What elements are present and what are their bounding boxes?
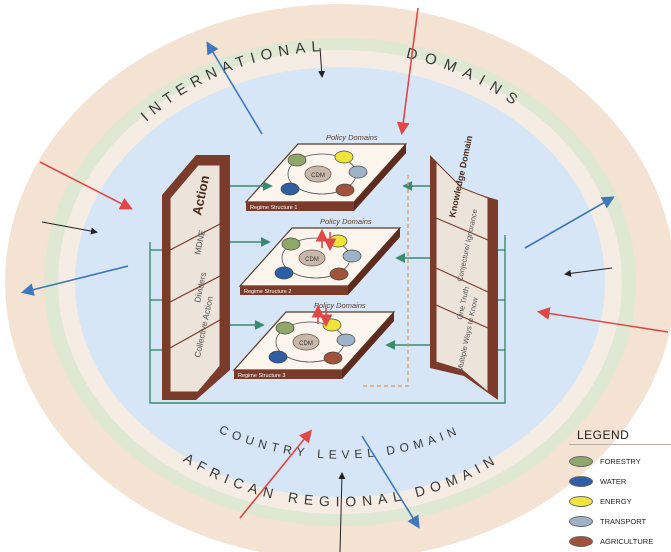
regime-label-bar [240, 286, 348, 295]
regime-layer-1: CDM Regime Structure 1 Policy Domains [244, 133, 408, 211]
energy-node [328, 234, 348, 248]
red-arrows [39, 7, 669, 519]
forestry-node [281, 237, 301, 251]
water-node [268, 350, 288, 364]
frame-lines [149, 235, 506, 404]
legend-item-forestry: FORESTRY [569, 451, 671, 471]
cdm-label: CDM [305, 257, 319, 263]
cdm-node [304, 165, 332, 183]
legend-label: TRANSPORT [600, 516, 647, 526]
policy-domains-label: Policy Domains [314, 301, 366, 310]
legend-item-agriculture: AGRICULTURE [569, 531, 671, 551]
legend-items: FORESTRY WATER ENERGY TRANSPORT AGRICULTURE [565, 451, 671, 551]
agriculture-swatch [569, 535, 593, 547]
water-node [280, 182, 300, 196]
cdm-label: CDM [299, 341, 313, 347]
policy-domains-label: Policy Domains [326, 133, 378, 142]
regime-label-bar [234, 370, 342, 379]
water-node [274, 266, 294, 280]
legend-divider [569, 444, 671, 445]
legend-label: ENERGY [600, 496, 632, 506]
regime-layer-2: CDM Regime Structure 2 Policy Domains [238, 217, 402, 295]
legend: LEGEND FORESTRY WATER ENERGY TRANSPORT AGRIC… [565, 428, 671, 551]
cdm-node [292, 333, 320, 351]
energy-node [334, 150, 354, 164]
transport-node [342, 249, 362, 263]
legend-item-transport: TRANSPORT [569, 511, 671, 531]
forestry-swatch [569, 455, 593, 467]
transport-swatch [569, 515, 593, 527]
forestry-node [287, 153, 307, 167]
regime-layer-3: CDM Regime Structure 3 Policy Domains [232, 301, 396, 379]
dashed-feedback-line [360, 175, 409, 387]
layer-edge [348, 228, 400, 295]
layer-edge [342, 312, 394, 379]
regime-structure-label: Regime Structure 2 [244, 289, 291, 295]
regime-label-bar [246, 202, 354, 211]
agriculture-node [329, 267, 349, 281]
agriculture-node [335, 183, 355, 197]
legend-label: AGRICULTURE [600, 536, 654, 546]
cdm-label: CDM [311, 173, 325, 179]
knowledge-panel [430, 155, 498, 400]
legend-item-energy: ENERGY [569, 491, 671, 511]
legend-label: WATER [600, 476, 627, 486]
transport-node [348, 165, 368, 179]
legend-item-water: WATER [569, 471, 671, 491]
cdm-node [298, 249, 326, 267]
energy-swatch [569, 495, 593, 507]
layer-edge [354, 144, 406, 211]
policy-domains-label: Policy Domains [320, 217, 372, 226]
forestry-node [275, 321, 295, 335]
agriculture-node [323, 351, 343, 365]
blue-arrows [20, 41, 615, 529]
action-panel [162, 155, 230, 400]
legend-title: LEGEND [577, 428, 630, 442]
regime-structure-label: Regime Structure 3 [238, 373, 285, 379]
regime-structure-label: Regime Structure 1 [250, 205, 297, 211]
water-swatch [569, 475, 593, 487]
green-connectors [230, 181, 430, 350]
black-arrows [41, 47, 613, 552]
transport-node [336, 333, 356, 347]
legend-label: FORESTRY [600, 456, 641, 466]
